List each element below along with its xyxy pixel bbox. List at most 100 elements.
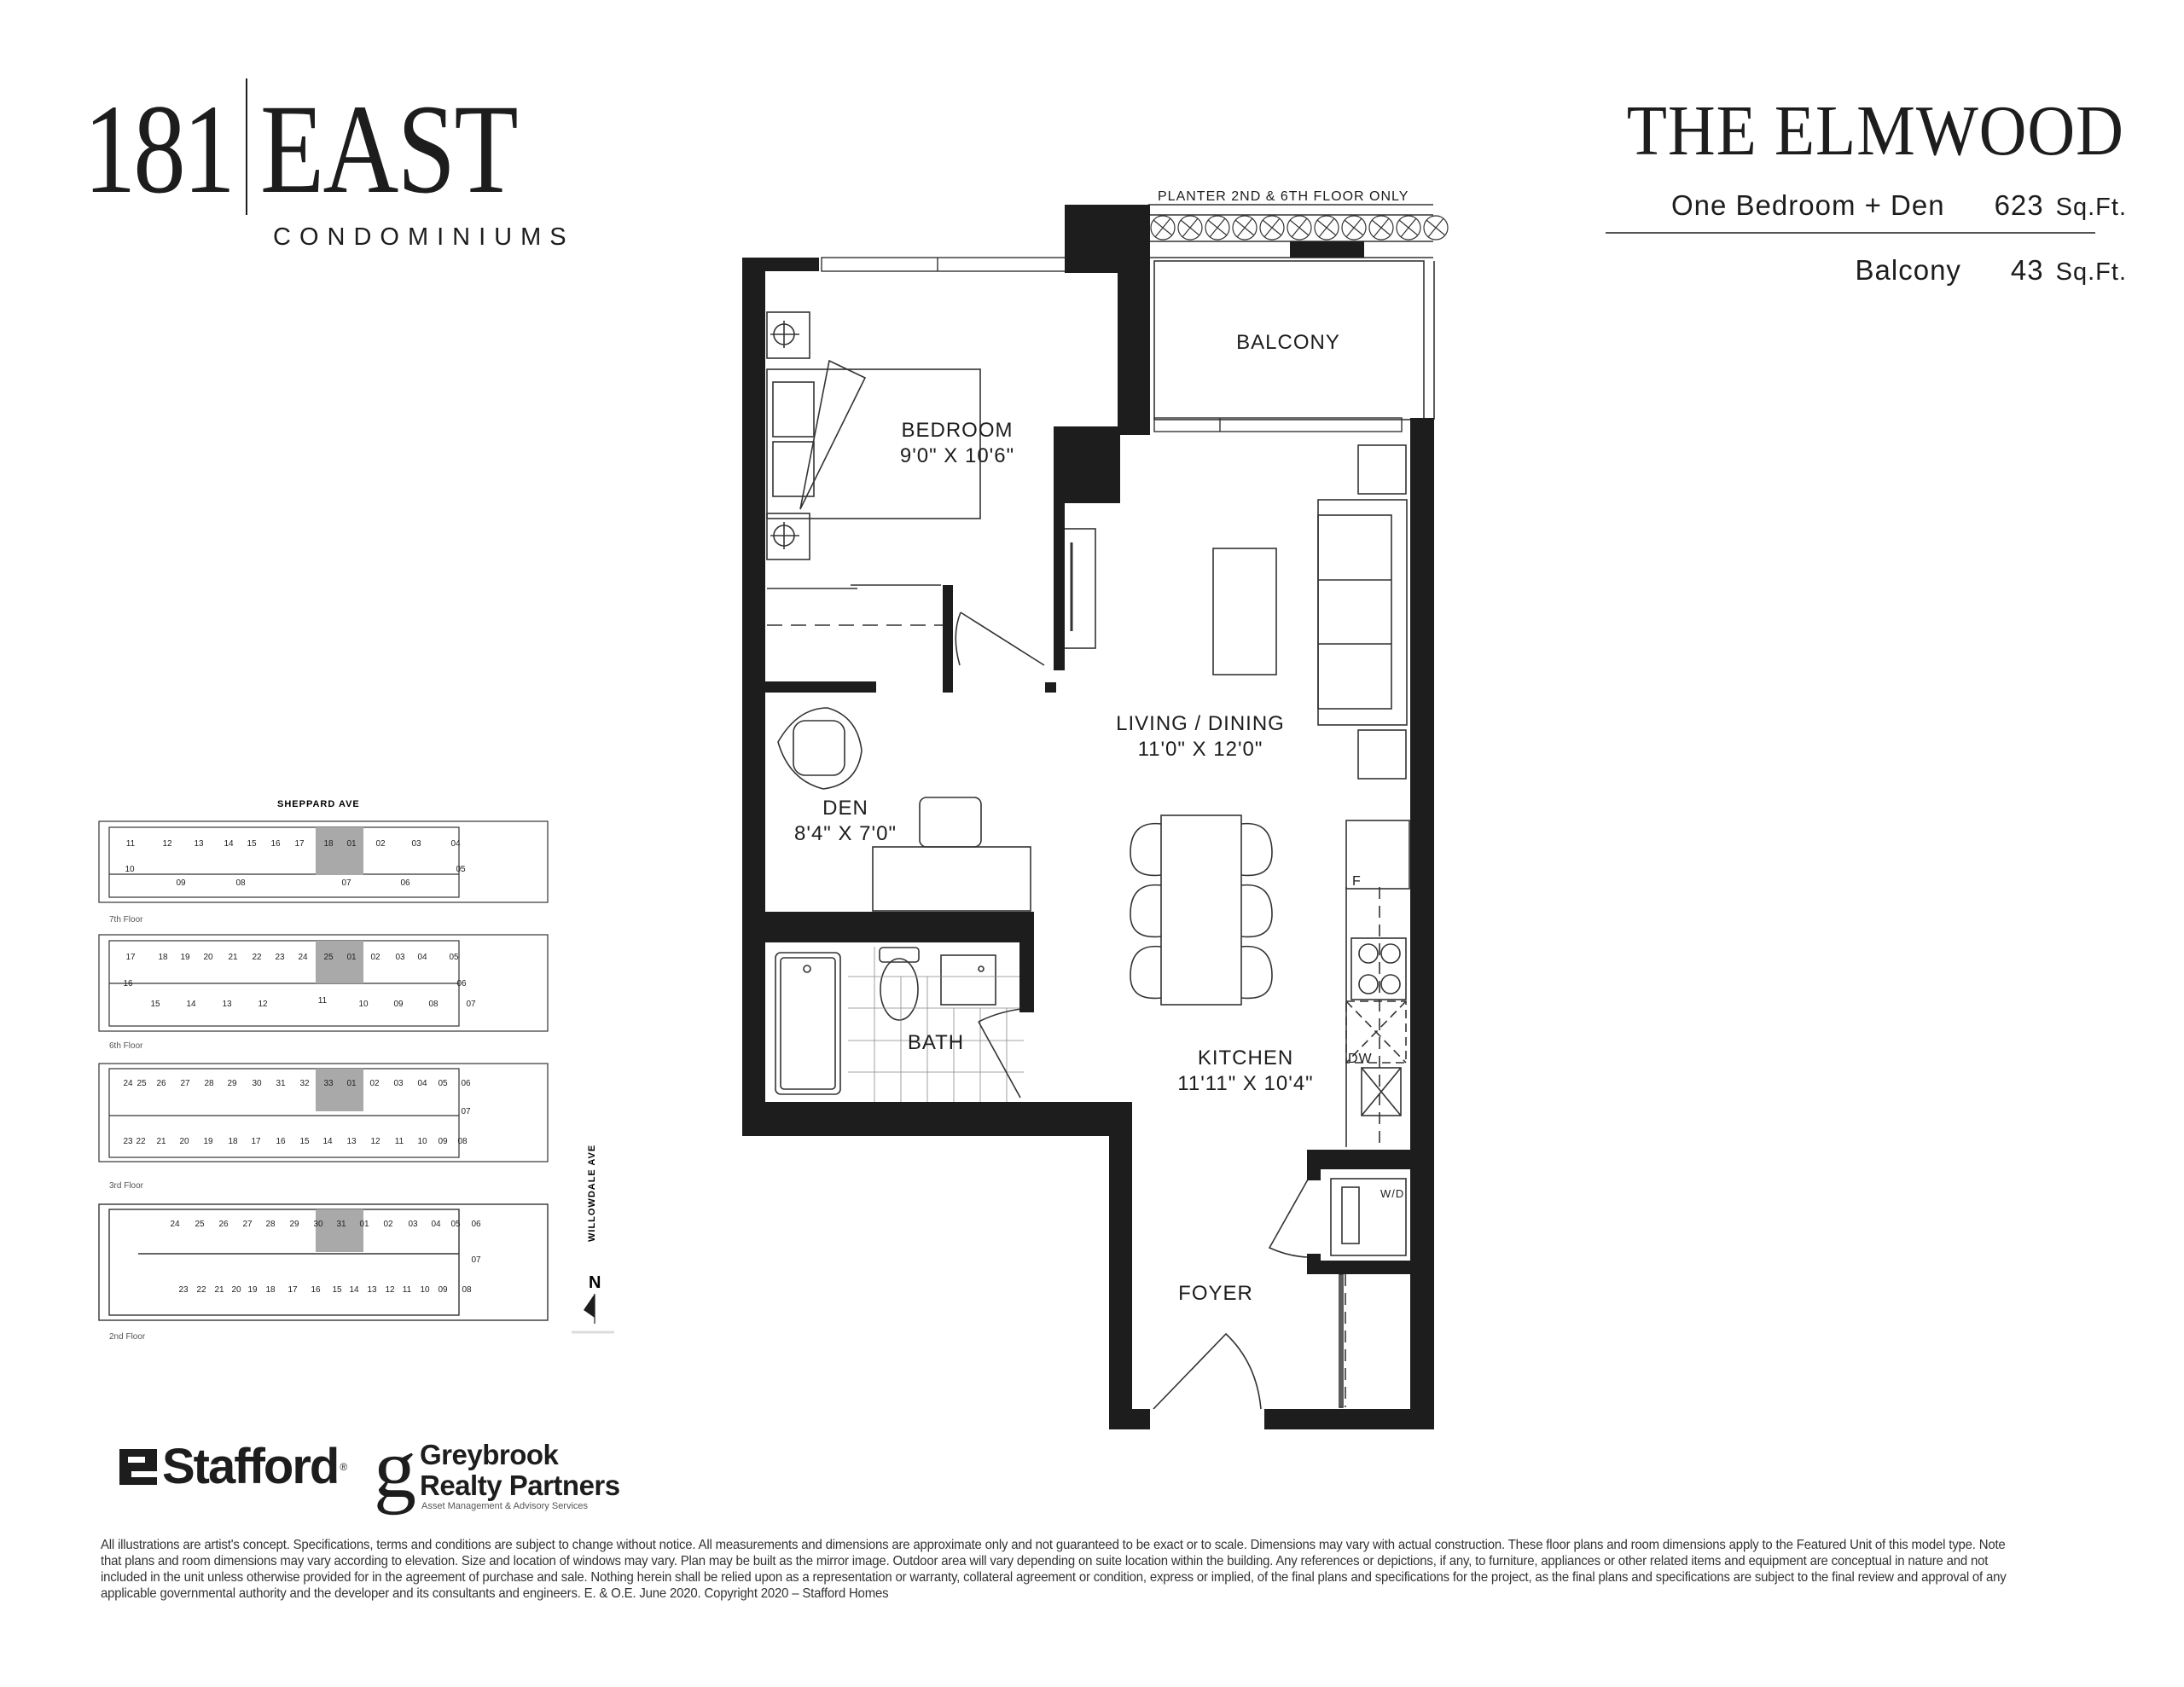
svg-text:12: 12	[385, 1285, 395, 1295]
spec-unit: Sq.Ft.	[2055, 194, 2127, 221]
svg-text:14: 14	[322, 1137, 333, 1146]
bedroom-door-swing	[955, 612, 1045, 666]
svg-text:13: 13	[346, 1137, 357, 1146]
floor-label-2nd: 2nd Floor	[109, 1332, 146, 1342]
room-bedroom-name: BEDROOM	[901, 419, 1013, 442]
svg-text:01: 01	[346, 1079, 357, 1088]
svg-text:22: 22	[196, 1285, 206, 1295]
svg-text:26: 26	[156, 1079, 166, 1088]
svg-text:18: 18	[265, 1285, 276, 1295]
svg-text:26: 26	[218, 1220, 229, 1229]
street-willowdale: WILLOWDALE AVE	[587, 1145, 597, 1242]
svg-text:01: 01	[346, 839, 357, 849]
room-bedroom-dims: 9'0" X 10'6"	[900, 444, 1014, 467]
svg-text:03: 03	[408, 1220, 418, 1229]
svg-text:01: 01	[359, 1220, 369, 1229]
spec-unit: Sq.Ft.	[2055, 258, 2127, 286]
bed	[766, 311, 981, 560]
svg-text:03: 03	[393, 1079, 404, 1088]
svg-text:04: 04	[450, 839, 461, 849]
svg-text:05: 05	[438, 1079, 448, 1088]
floor-label-3rd: 3rd Floor	[109, 1181, 144, 1191]
svg-text:11: 11	[403, 1285, 412, 1295]
svg-text:12: 12	[258, 1000, 268, 1009]
svg-text:08: 08	[457, 1137, 468, 1146]
svg-text:02: 02	[383, 1220, 393, 1229]
spec-label: Balcony	[1855, 254, 1961, 286]
entry-door-swing	[1153, 1332, 1262, 1410]
svg-text:15: 15	[150, 1000, 160, 1009]
svg-text:17: 17	[125, 953, 136, 962]
greybrook-logo: Greybrook Realty Partners	[420, 1439, 620, 1501]
planter	[1148, 204, 1449, 258]
svg-text:12: 12	[370, 1137, 380, 1146]
spec-value: 623	[1994, 189, 2044, 221]
svg-text:14: 14	[224, 839, 234, 849]
keyplan-7th-floor	[98, 820, 549, 903]
svg-text:22: 22	[252, 953, 262, 962]
svg-text:06: 06	[456, 979, 467, 988]
floor-label-7th: 7th Floor	[109, 915, 143, 925]
svg-text:15: 15	[247, 839, 257, 849]
svg-text:12: 12	[162, 839, 172, 849]
svg-text:19: 19	[180, 953, 190, 962]
greybrook-tagline: Asset Management & Advisory Services	[421, 1501, 589, 1511]
legal-disclaimer: All illustrations are artist's concept. …	[101, 1538, 2007, 1601]
svg-text:18: 18	[158, 953, 168, 962]
spec-label: One Bedroom + Den	[1670, 189, 1945, 221]
svg-text:28: 28	[204, 1079, 214, 1088]
svg-text:23: 23	[123, 1137, 133, 1146]
keyplan: SHEPPARD AVE	[98, 799, 614, 1342]
street-sheppard: SHEPPARD AVE	[277, 799, 360, 809]
svg-text:05: 05	[449, 953, 459, 962]
svg-text:02: 02	[369, 1079, 380, 1088]
room-foyer-name: FOYER	[1178, 1282, 1253, 1305]
greybrook-mark-icon: g	[374, 1421, 416, 1516]
kitchen-counter	[1345, 820, 1410, 1147]
svg-text:29: 29	[289, 1220, 299, 1229]
svg-text:27: 27	[242, 1220, 253, 1229]
svg-text:05: 05	[456, 865, 466, 874]
svg-text:06: 06	[461, 1079, 471, 1088]
svg-text:03: 03	[411, 839, 421, 849]
svg-text:06: 06	[471, 1220, 481, 1229]
room-kitchen-dims: 11'11" X 10'4"	[1177, 1072, 1313, 1095]
svg-text:10: 10	[420, 1285, 430, 1295]
room-balcony-name: BALCONY	[1236, 331, 1340, 354]
svg-text:23: 23	[178, 1285, 189, 1295]
svg-text:09: 09	[176, 878, 186, 888]
svg-text:23: 23	[275, 953, 285, 962]
room-living-dims: 11'0" X 12'0"	[1138, 738, 1263, 761]
svg-text:01: 01	[346, 953, 357, 962]
balcony-outline	[1153, 260, 1425, 420]
svg-text:17: 17	[288, 1285, 298, 1295]
svg-text:04: 04	[417, 953, 427, 962]
foyer-closet	[1339, 1273, 1346, 1408]
den-furniture	[777, 707, 1031, 912]
svg-text:21: 21	[214, 1285, 224, 1295]
svg-text:16: 16	[270, 839, 281, 849]
brand-number: 181	[84, 78, 235, 220]
svg-text:30: 30	[313, 1220, 323, 1229]
svg-text:15: 15	[299, 1137, 310, 1146]
svg-text:16: 16	[123, 979, 133, 988]
stafford-mark-icon	[119, 1448, 157, 1485]
svg-text:25: 25	[136, 1079, 147, 1088]
svg-text:02: 02	[370, 953, 380, 962]
dining-table	[1130, 815, 1273, 1006]
svg-text:33: 33	[323, 1079, 334, 1088]
svg-text:13: 13	[222, 1000, 232, 1009]
svg-text:30: 30	[252, 1079, 262, 1088]
svg-text:20: 20	[231, 1285, 241, 1295]
svg-text:04: 04	[431, 1220, 441, 1229]
svg-text:18: 18	[228, 1137, 238, 1146]
svg-text:18: 18	[323, 839, 334, 849]
room-den-dims: 8'4" X 7'0"	[794, 822, 897, 845]
keyplan-3rd-floor	[98, 1063, 549, 1162]
dishwasher-label: DW	[1348, 1052, 1373, 1066]
svg-text:02: 02	[375, 839, 386, 849]
spec-suite-area: One Bedroom + Den 623 Sq.Ft.	[1632, 189, 2127, 222]
svg-text:08: 08	[462, 1285, 472, 1295]
stafford-logo: Stafford®	[119, 1438, 347, 1495]
room-kitchen-name: KITCHEN	[1198, 1046, 1293, 1070]
